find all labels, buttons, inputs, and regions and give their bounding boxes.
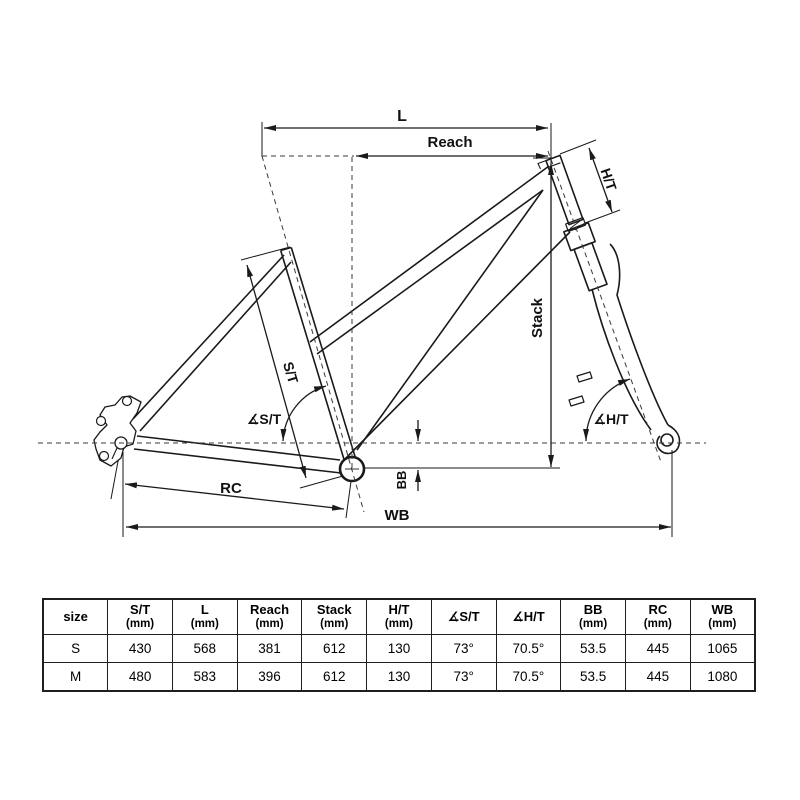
- value-cell: 430: [107, 634, 173, 663]
- value-cell: 70.5°: [495, 634, 562, 663]
- label-head-tube: H/T: [597, 166, 620, 193]
- guide-lines: [38, 150, 706, 513]
- value-cell: 583: [171, 662, 238, 692]
- top-tube: [309, 165, 550, 343]
- value-cell: 612: [301, 662, 368, 692]
- dim-head-angle-arc: [583, 378, 631, 442]
- steering-axis: [547, 150, 662, 463]
- geometry-table: size S/T(mm) L(mm) Reach(mm) Stack(mm) H…: [42, 598, 756, 692]
- fork-lower-leg: [609, 243, 669, 426]
- header-head-angle: ∡H/T: [495, 598, 562, 635]
- header-stack: Stack(mm): [301, 598, 368, 635]
- value-cell: 70.5°: [495, 662, 562, 692]
- dim-seat-angle-arc: [280, 385, 327, 442]
- dimension-lines: [124, 125, 671, 530]
- chain-stay: [133, 435, 342, 474]
- table-row-size-m: M 480 583 396 612 130 73° 70.5° 53.5 445…: [42, 662, 756, 692]
- header-reach: Reach(mm): [236, 598, 303, 635]
- geometry-table-header: size S/T(mm) L(mm) Reach(mm) Stack(mm) H…: [42, 598, 756, 635]
- fork-crown: [563, 222, 596, 252]
- value-cell: 73°: [430, 662, 497, 692]
- header-bb: BB(mm): [560, 598, 626, 635]
- fork-tab: [576, 371, 593, 383]
- seat-tube-axis: [261, 155, 365, 513]
- value-cell: 53.5: [560, 634, 626, 663]
- value-cell: 53.5: [560, 662, 626, 692]
- front-axle: [660, 433, 674, 447]
- table-row-size-s: S 430 568 381 612 130 73° 70.5° 53.5 445…: [42, 634, 756, 663]
- seat-tube: [279, 246, 358, 467]
- dim-rc: [124, 482, 345, 511]
- value-cell: 381: [236, 634, 303, 663]
- header-wb: WB(mm): [689, 598, 756, 635]
- down-tube: [345, 231, 571, 459]
- value-cell: 130: [366, 662, 432, 692]
- size-cell: M: [42, 662, 109, 692]
- label-wheelbase: WB: [385, 507, 410, 524]
- dimension-labels: L Reach Stack H/T S/T ∡S/T ∡H/T BB RC WB: [220, 108, 629, 524]
- extension-lines: [110, 122, 673, 537]
- header-seat-angle: ∡S/T: [430, 598, 497, 635]
- value-cell: 73°: [430, 634, 497, 663]
- head-tube: [545, 154, 584, 226]
- header-size: size: [42, 598, 109, 635]
- header-st: S/T(mm): [107, 598, 173, 635]
- value-cell: 568: [171, 634, 238, 663]
- front-dropout: [656, 424, 681, 455]
- label-seat-tube-angle: ∡S/T: [247, 411, 282, 427]
- header-rc: RC(mm): [624, 598, 691, 635]
- seat-stay: [132, 254, 292, 432]
- label-rear-center: RC: [220, 480, 242, 497]
- label-reach: Reach: [427, 134, 472, 151]
- value-cell: 1080: [689, 662, 756, 692]
- value-cell: 1065: [689, 634, 756, 663]
- value-cell: 396: [236, 662, 303, 692]
- label-head-tube-angle: ∡H/T: [593, 411, 629, 427]
- size-cell: S: [42, 634, 109, 663]
- rear-dropout: [93, 395, 142, 467]
- header-l: L(mm): [171, 598, 238, 635]
- dim-ht: [588, 147, 613, 213]
- fork-tab: [568, 395, 585, 407]
- value-cell: 445: [624, 634, 691, 663]
- frame-geometry-diagram: L Reach Stack H/T S/T ∡S/T ∡H/T BB RC WB: [38, 108, 706, 537]
- value-cell: 612: [301, 634, 368, 663]
- frame-drawing: [93, 154, 681, 483]
- dim-st: [246, 264, 307, 479]
- label-bb-drop: BB: [394, 471, 409, 490]
- value-cell: 480: [107, 662, 173, 692]
- value-cell: 445: [624, 662, 691, 692]
- label-seat-tube: S/T: [280, 360, 302, 386]
- label-top-tube-length: L: [397, 108, 407, 125]
- header-ht: H/T(mm): [366, 598, 432, 635]
- label-stack: Stack: [529, 297, 546, 338]
- fork-stanchion: [573, 242, 608, 292]
- value-cell: 130: [366, 634, 432, 663]
